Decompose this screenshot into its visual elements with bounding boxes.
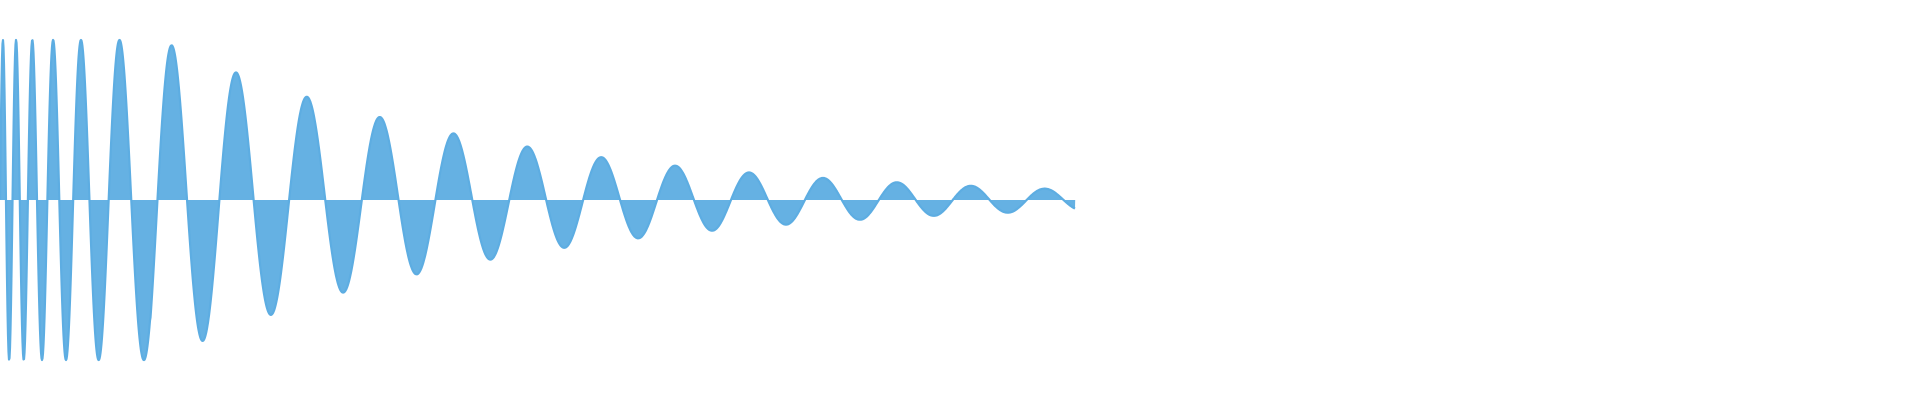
- waveform-shape: [0, 38, 1076, 362]
- waveform-fill: [0, 40, 1076, 360]
